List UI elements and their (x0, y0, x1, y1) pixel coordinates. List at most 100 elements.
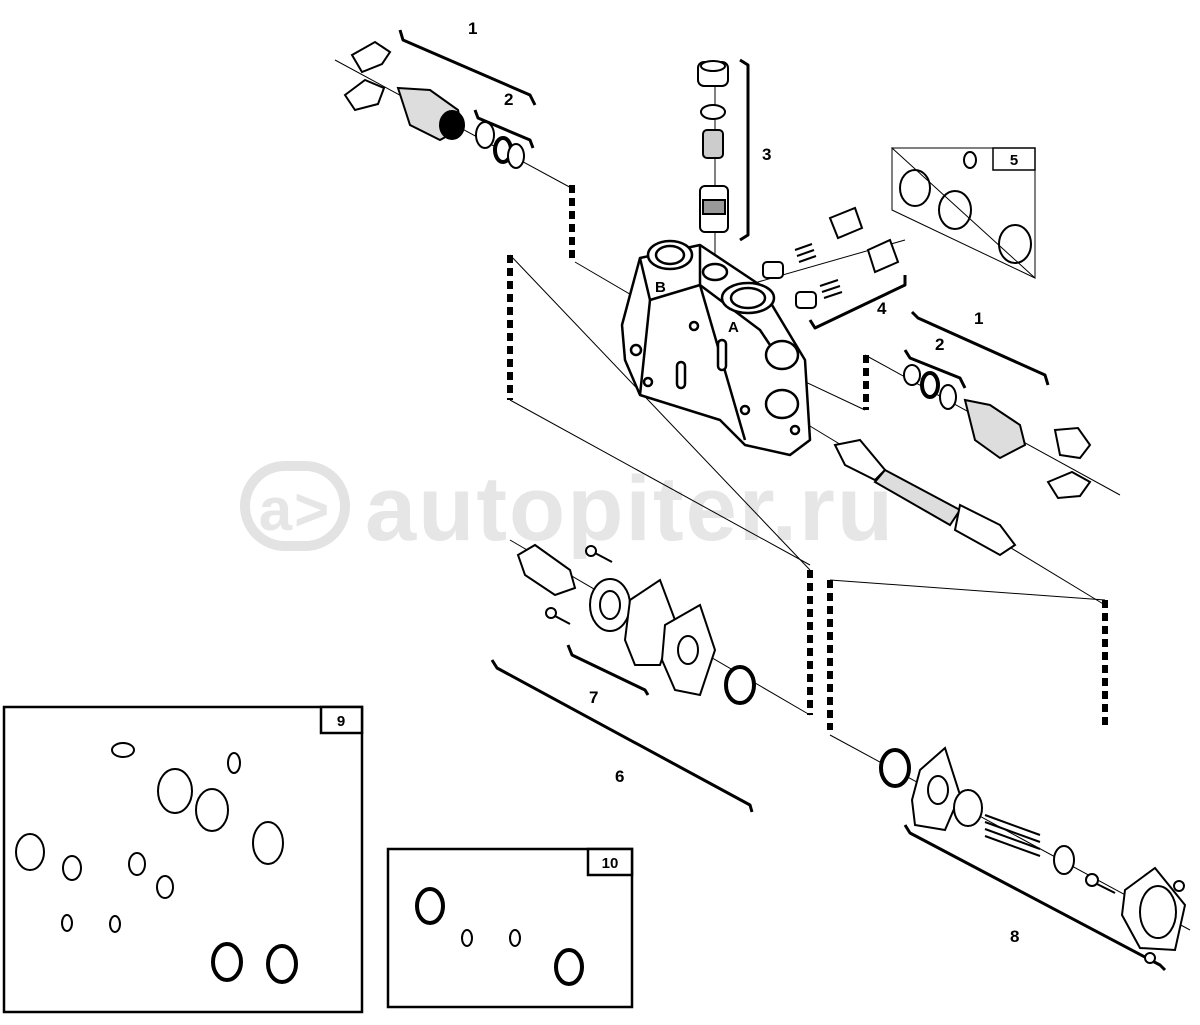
bearing-cap-inner (599, 590, 621, 620)
cartridge-vertical (697, 60, 729, 233)
clevis-end (516, 543, 577, 597)
vertical-cartridge-band (702, 199, 726, 215)
callout-8: 8 (1010, 927, 1019, 946)
kit-9-label: 9 (337, 713, 345, 730)
cartridge-right (903, 364, 1092, 500)
valve-body-edge-2 (638, 299, 652, 396)
valve-body-top-face (638, 245, 702, 302)
cap-clip-upper (350, 40, 392, 74)
kit-9-label-box (319, 705, 364, 735)
bracket-7 (566, 644, 650, 696)
kit-5-label-box (992, 147, 1036, 171)
right-cap-clip-upper (1053, 426, 1092, 460)
vertical-spring-seat (702, 129, 724, 159)
center-port-hole (701, 262, 729, 282)
spool-shaft (873, 468, 962, 527)
cap-clip-lower (343, 78, 386, 112)
kit-9-box: 9 (2, 705, 364, 1014)
body-bolt-3 (688, 320, 700, 332)
kit-9-frame (2, 705, 364, 1014)
bracket-3 (739, 58, 750, 242)
check-valves (762, 206, 900, 309)
group8-spring-seat (1053, 845, 1075, 875)
check-poppet-lower (795, 291, 817, 309)
body-bolt-5 (789, 424, 801, 436)
dashed-brackets (507, 185, 1108, 730)
group8-cap-screw-upper (1173, 880, 1185, 892)
group8-end-cap-bore (1139, 885, 1177, 939)
group8-flange-hole (927, 775, 949, 805)
screw-head-lower (545, 607, 557, 619)
bracket-4 (808, 275, 907, 330)
callout-6: 6 (615, 767, 624, 786)
check-valve-lower (866, 238, 900, 274)
bracket-2-top (473, 109, 535, 149)
body-bolt-1 (629, 343, 643, 357)
kit-5-label: 5 (1010, 152, 1018, 169)
kit-5-seals (899, 151, 1032, 264)
port-b-hole-inner (654, 244, 686, 266)
kit-10-seals (415, 887, 584, 986)
valve-body (620, 239, 812, 457)
group8-bushing (953, 789, 983, 827)
right-cap-clip-lower (1046, 470, 1092, 500)
callout-7: 7 (589, 688, 598, 707)
port-a-label: A (728, 319, 739, 336)
kit-10-label: 10 (602, 855, 619, 872)
screw-shaft-upper (594, 552, 613, 563)
kit-9-seals (15, 742, 298, 984)
right-seal-1 (903, 364, 921, 386)
callout-labels: 1 2 3 4 1 2 7 6 8 (468, 19, 1019, 946)
watermark: a> autopiter.ru (240, 458, 895, 560)
group8-cap-screw-lower (1144, 952, 1156, 964)
callout-brackets (398, 29, 1167, 972)
group8-bolt-shaft (1096, 883, 1116, 894)
kit-5-box: 5 (890, 147, 1036, 280)
vertical-oring (700, 104, 726, 120)
watermark-logo: a> (259, 476, 331, 543)
bracket-2-right (903, 349, 967, 389)
seal-ring-3 (507, 143, 525, 169)
side-port-upper (764, 339, 800, 371)
valve-body-edge (699, 284, 772, 346)
group-6-7 (516, 543, 756, 705)
callout-2-right: 2 (935, 335, 944, 354)
group8-spring (984, 814, 1041, 857)
body-slot-left (675, 360, 687, 390)
watermark-logo-frame (240, 461, 350, 551)
bracket-link-1 (509, 254, 811, 571)
callout-1-right: 1 (974, 309, 983, 328)
group-8 (879, 746, 1187, 964)
bracket-link-3 (829, 579, 1106, 601)
cover-hole (677, 635, 699, 665)
callout-3: 3 (762, 145, 771, 164)
check-spring-lower (819, 279, 843, 299)
bracket-link-2 (509, 399, 811, 566)
bracket-1-right (910, 310, 1050, 386)
port-b-label: B (655, 279, 666, 296)
wiper-seal (724, 665, 756, 705)
right-seal-3 (939, 384, 957, 410)
cartridge-top-left (343, 40, 525, 169)
screw-head-upper (585, 545, 597, 557)
body-bolt-2 (642, 376, 654, 388)
bracket-8 (903, 824, 1167, 972)
vertical-cap-top (700, 60, 726, 72)
group8-wiper-seal (879, 748, 911, 788)
bracket-6 (490, 659, 754, 813)
spool (833, 438, 1017, 557)
check-valve-upper (828, 206, 864, 240)
callout-4: 4 (877, 299, 887, 318)
side-port-lower (764, 388, 800, 420)
body-slot-right (716, 338, 728, 372)
kit-10-box: 10 (386, 847, 634, 1009)
right-cartridge-body (963, 398, 1027, 460)
right-seal-2 (920, 371, 940, 399)
check-spring-upper (794, 243, 817, 263)
callout-1-top: 1 (468, 19, 477, 38)
check-poppet-upper (762, 261, 784, 279)
seal-ring-1 (475, 121, 495, 149)
watermark-text: autopiter.ru (365, 458, 895, 560)
